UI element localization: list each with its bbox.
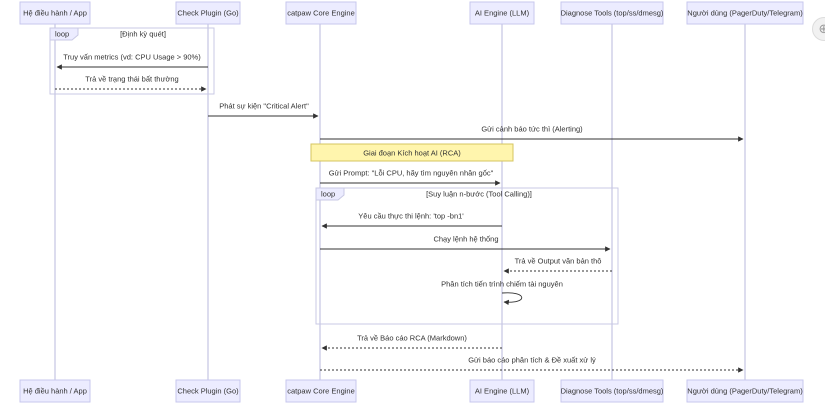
actor-os-top: Hệ điều hành / App: [19, 1, 91, 25]
note-ai-phase: Giai đoạn Kích hoạt AI (RCA): [310, 143, 514, 162]
message-return-status: Trả về trạng thái bất thường: [55, 75, 207, 92]
actor-ai-bottom: AI Engine (LLM): [469, 379, 535, 403]
note-text: Giai đoạn Kích hoạt AI (RCA): [363, 149, 461, 158]
actor-label: Người dùng (PagerDuty/Telegram): [687, 387, 803, 396]
loop-label: loop: [321, 190, 335, 199]
message-label: Truy vấn metrics (vd: CPU Usage > 90%): [63, 53, 201, 62]
message-query-metrics: Truy vấn metrics (vd: CPU Usage > 90%): [56, 53, 208, 70]
actor-ai-top: AI Engine (LLM): [469, 1, 535, 25]
actor-user-bottom: Người dùng (PagerDuty/Telegram): [686, 379, 804, 403]
message-label: Phát sự kiện "Critical Alert": [219, 102, 309, 111]
message-alerting: Gửi cảnh báo tức thì (Alerting): [320, 125, 744, 142]
message-run-command: Chạy lệnh hệ thống: [320, 235, 611, 252]
message-rca-report: Trả về Báo cáo RCA (Markdown): [321, 334, 502, 351]
message-send-prompt: Gửi Prompt: "Lỗi CPU, hãy tìm nguyên nhâ…: [320, 169, 501, 186]
message-self-analysis: Phân tích tiến trình chiếm tài nguyên: [441, 280, 563, 306]
message-label: Trả về trạng thái bất thường: [85, 75, 178, 84]
message-label: Gửi báo cáo phân tích & Đề xuất xử lý: [468, 356, 596, 365]
message-label: Yêu cầu thực thi lệnh: 'top -bn1': [358, 212, 464, 221]
actor-os-bottom: Hệ điều hành / App: [19, 379, 91, 403]
lifelines: [54, 24, 746, 380]
loop-periodic-scan: loop [Định kỳ quét]: [49, 27, 215, 95]
actor-plugin-bottom: Check Plugin (Go): [175, 379, 241, 403]
loop-condition: [Suy luận n-bước (Tool Calling)]: [426, 190, 532, 199]
messages: Truy vấn metrics (vd: CPU Usage > 90%) T…: [55, 53, 744, 373]
loop-condition: [Định kỳ quét]: [120, 30, 166, 39]
loop-reasoning: loop [Suy luận n-bước (Tool Calling)]: [315, 187, 619, 325]
actors-top: Hệ điều hành / App Check Plugin (Go) cat…: [19, 1, 804, 25]
message-final-report: Gửi báo cáo phân tích & Đề xuất xử lý: [320, 356, 744, 373]
loop-label: loop: [55, 30, 69, 39]
message-exec-request: Yêu cầu thực thi lệnh: 'top -bn1': [321, 212, 502, 229]
message-raw-output: Trả về Output văn bản thô: [503, 257, 612, 274]
actor-core-bottom: catpaw Core Engine: [285, 379, 357, 403]
actor-tools-bottom: Diagnose Tools (top/ss/dmesg): [560, 379, 664, 403]
actor-label: Check Plugin (Go): [177, 387, 239, 396]
actor-plugin-top: Check Plugin (Go): [175, 1, 241, 25]
actor-label: catpaw Core Engine: [287, 387, 355, 396]
actor-core-top: catpaw Core Engine: [285, 1, 357, 25]
actor-label: Diagnose Tools (top/ss/dmesg): [561, 387, 664, 396]
message-label: Gửi Prompt: "Lỗi CPU, hãy tìm nguyên nhâ…: [329, 169, 494, 178]
message-label: Gửi cảnh báo tức thì (Alerting): [481, 125, 583, 134]
message-label: Trả về Output văn bản thô: [515, 257, 602, 266]
actor-label: Hệ điều hành / App: [23, 387, 87, 396]
actor-label: Hệ điều hành / App: [23, 9, 87, 18]
actor-label: catpaw Core Engine: [287, 9, 355, 18]
actor-label: Người dùng (PagerDuty/Telegram): [687, 9, 803, 18]
message-critical-alert: Phát sự kiện "Critical Alert": [208, 102, 319, 119]
actors-bottom: Hệ điều hành / App Check Plugin (Go) cat…: [19, 379, 804, 403]
actor-label: Diagnose Tools (top/ss/dmesg): [561, 9, 664, 18]
message-label: Trả về Báo cáo RCA (Markdown): [357, 334, 467, 343]
message-label: Chạy lệnh hệ thống: [433, 235, 498, 244]
actor-user-top: Người dùng (PagerDuty/Telegram): [686, 1, 804, 25]
actor-tools-top: Diagnose Tools (top/ss/dmesg): [560, 1, 664, 25]
actor-label: Check Plugin (Go): [177, 9, 239, 18]
actor-label: AI Engine (LLM): [475, 9, 530, 18]
actor-label: AI Engine (LLM): [475, 387, 530, 396]
message-label: Phân tích tiến trình chiếm tài nguyên: [441, 280, 563, 289]
